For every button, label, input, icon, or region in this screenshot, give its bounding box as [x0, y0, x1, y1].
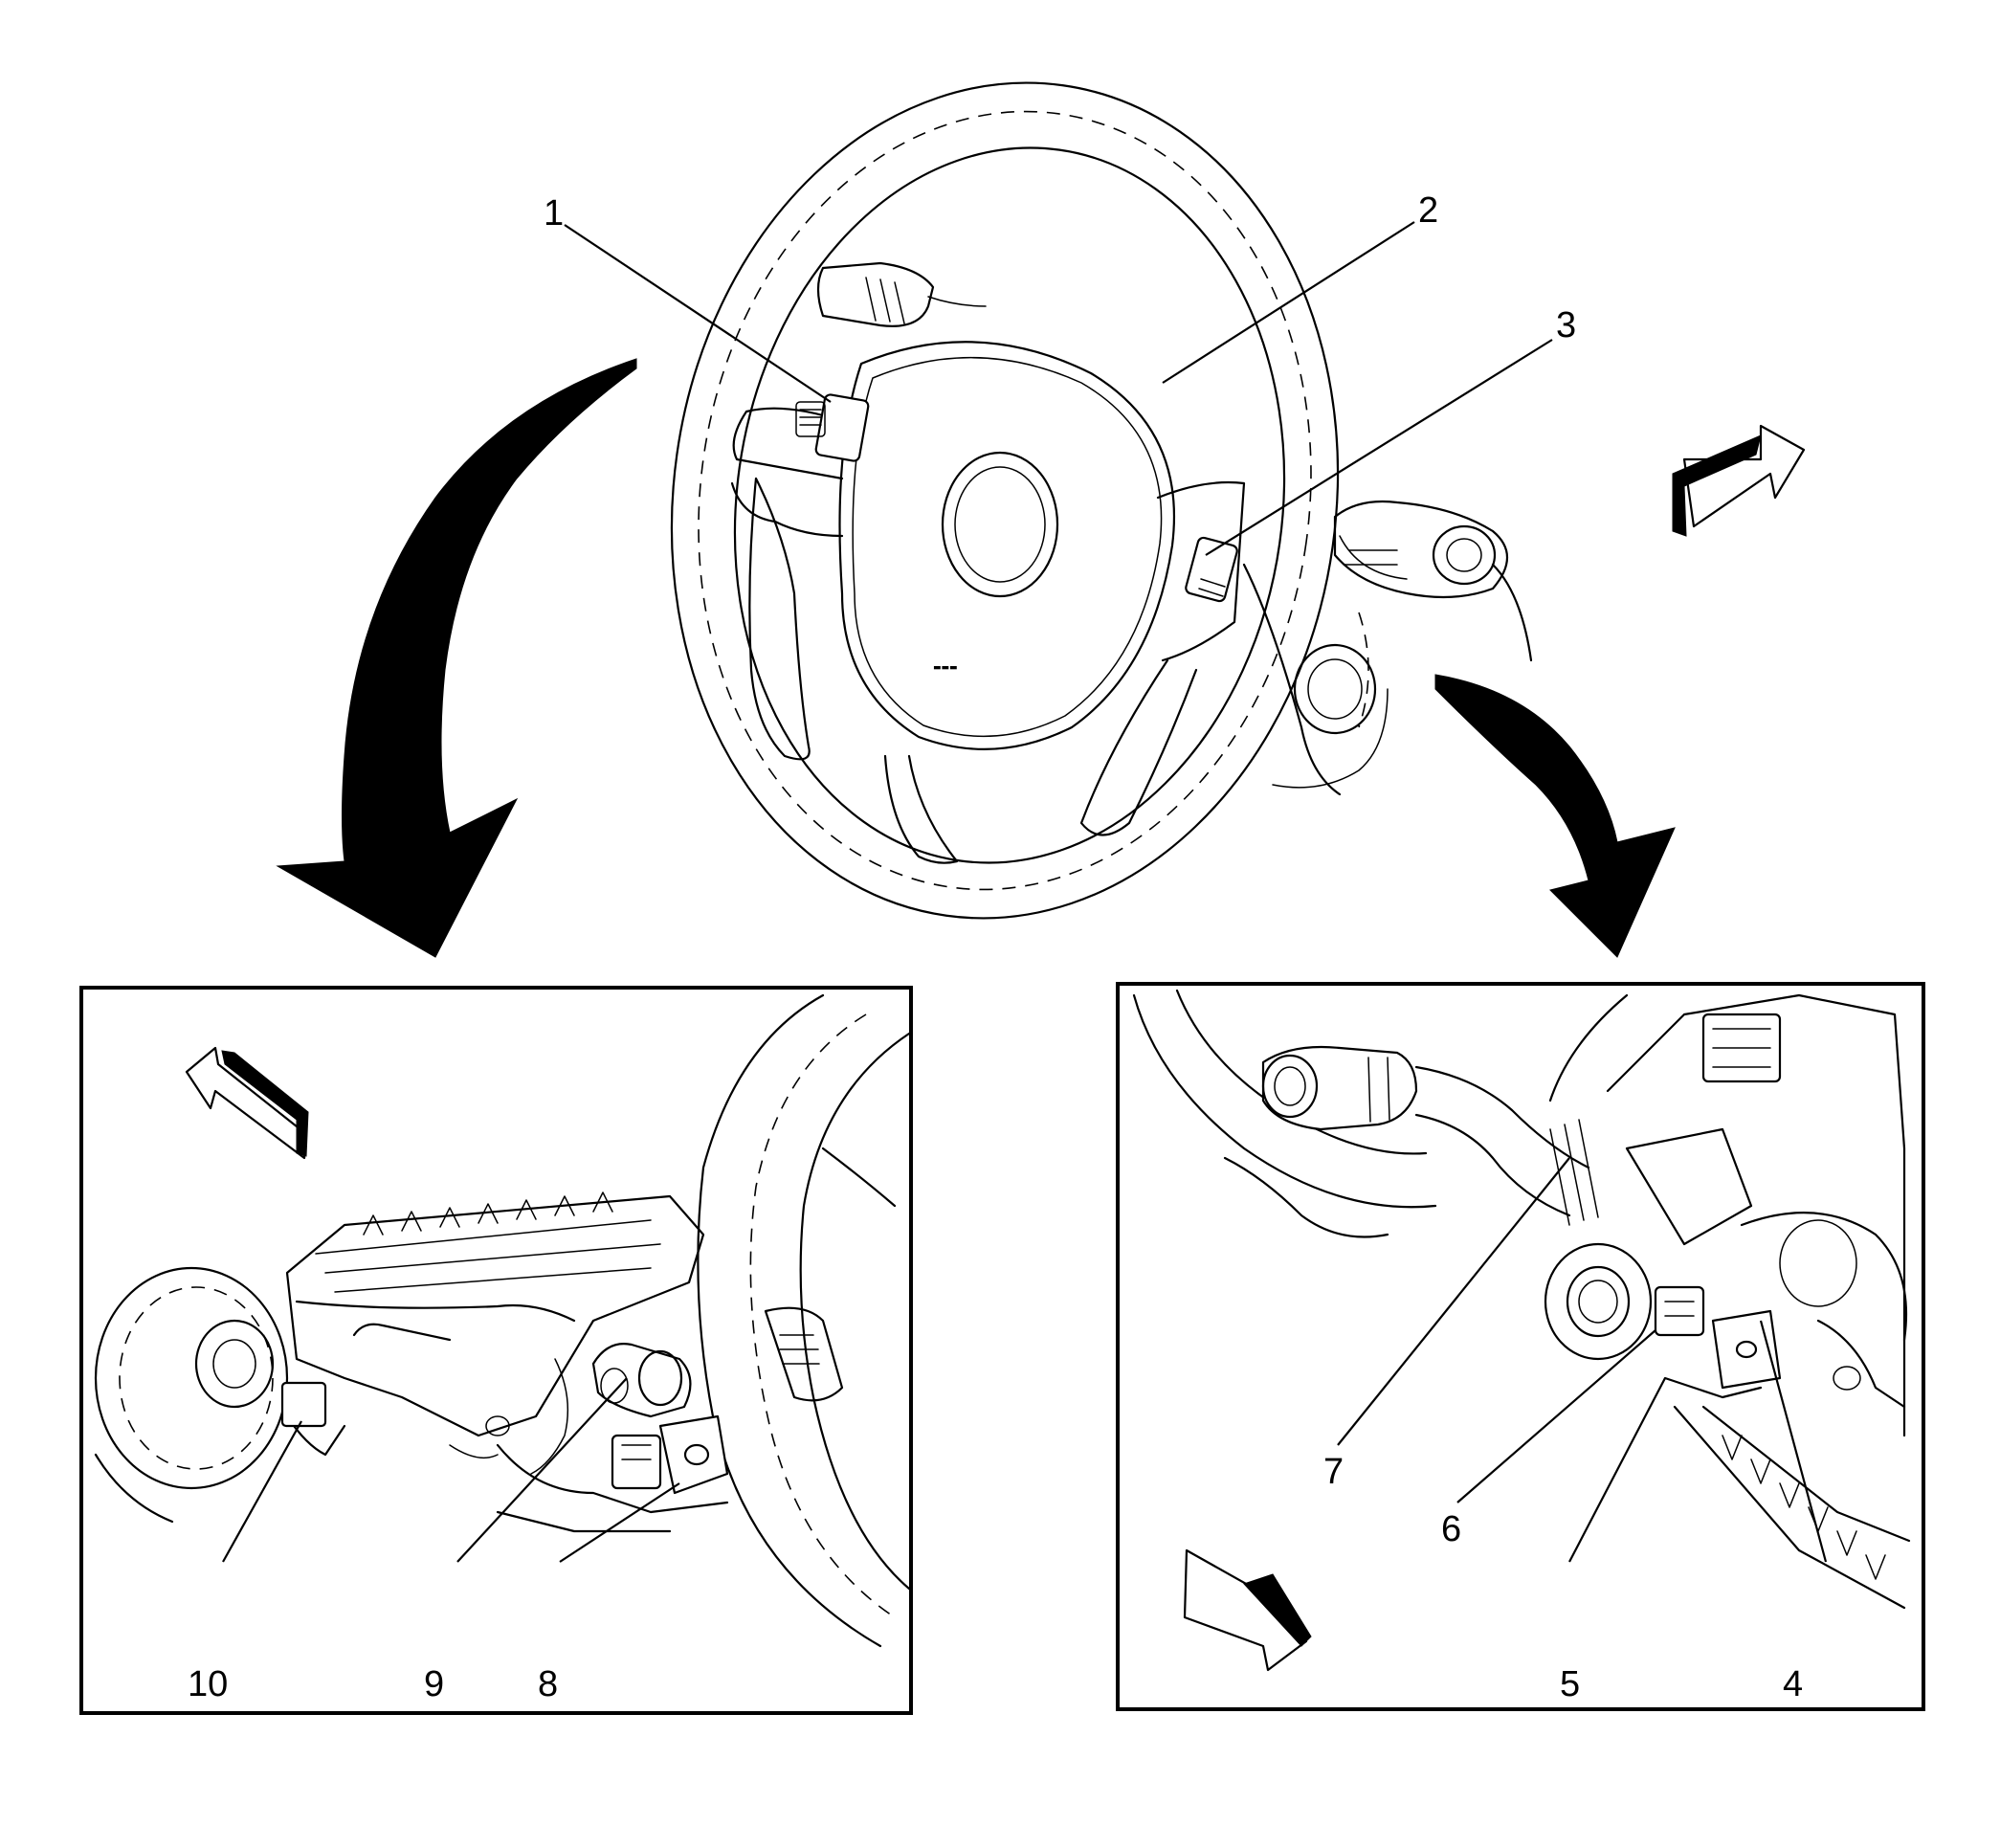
- svg-text:▬▬▬: ▬▬▬: [933, 663, 958, 673]
- curved-down-arrow-left: [276, 358, 637, 958]
- steering-column-right-detail: [1116, 982, 1925, 1711]
- callout-7: 7: [1323, 1452, 1344, 1492]
- detail-left-direction-arrow: [185, 1046, 309, 1160]
- forward-direction-arrow-icon: [1672, 424, 1806, 537]
- callout-9: 9: [424, 1664, 444, 1704]
- curved-down-arrow-right: [1434, 674, 1676, 958]
- steering-wheel-icon: ▬▬▬: [670, 81, 1533, 920]
- callout-5: 5: [1560, 1664, 1580, 1704]
- callout-3: 3: [1556, 305, 1576, 345]
- callout-leaders: [222, 221, 1828, 1563]
- callout-10: 10: [188, 1664, 228, 1704]
- detail-right-direction-arrow: [1183, 1548, 1312, 1672]
- callout-labels: 1 2 3 4 5 6 7 8 9 10: [188, 190, 1803, 1704]
- steering-column-left-detail: [79, 986, 913, 1715]
- callout-1: 1: [544, 193, 564, 234]
- callout-4: 4: [1783, 1664, 1803, 1704]
- callout-2: 2: [1418, 190, 1438, 231]
- callout-8: 8: [538, 1664, 558, 1704]
- callout-6: 6: [1441, 1509, 1461, 1549]
